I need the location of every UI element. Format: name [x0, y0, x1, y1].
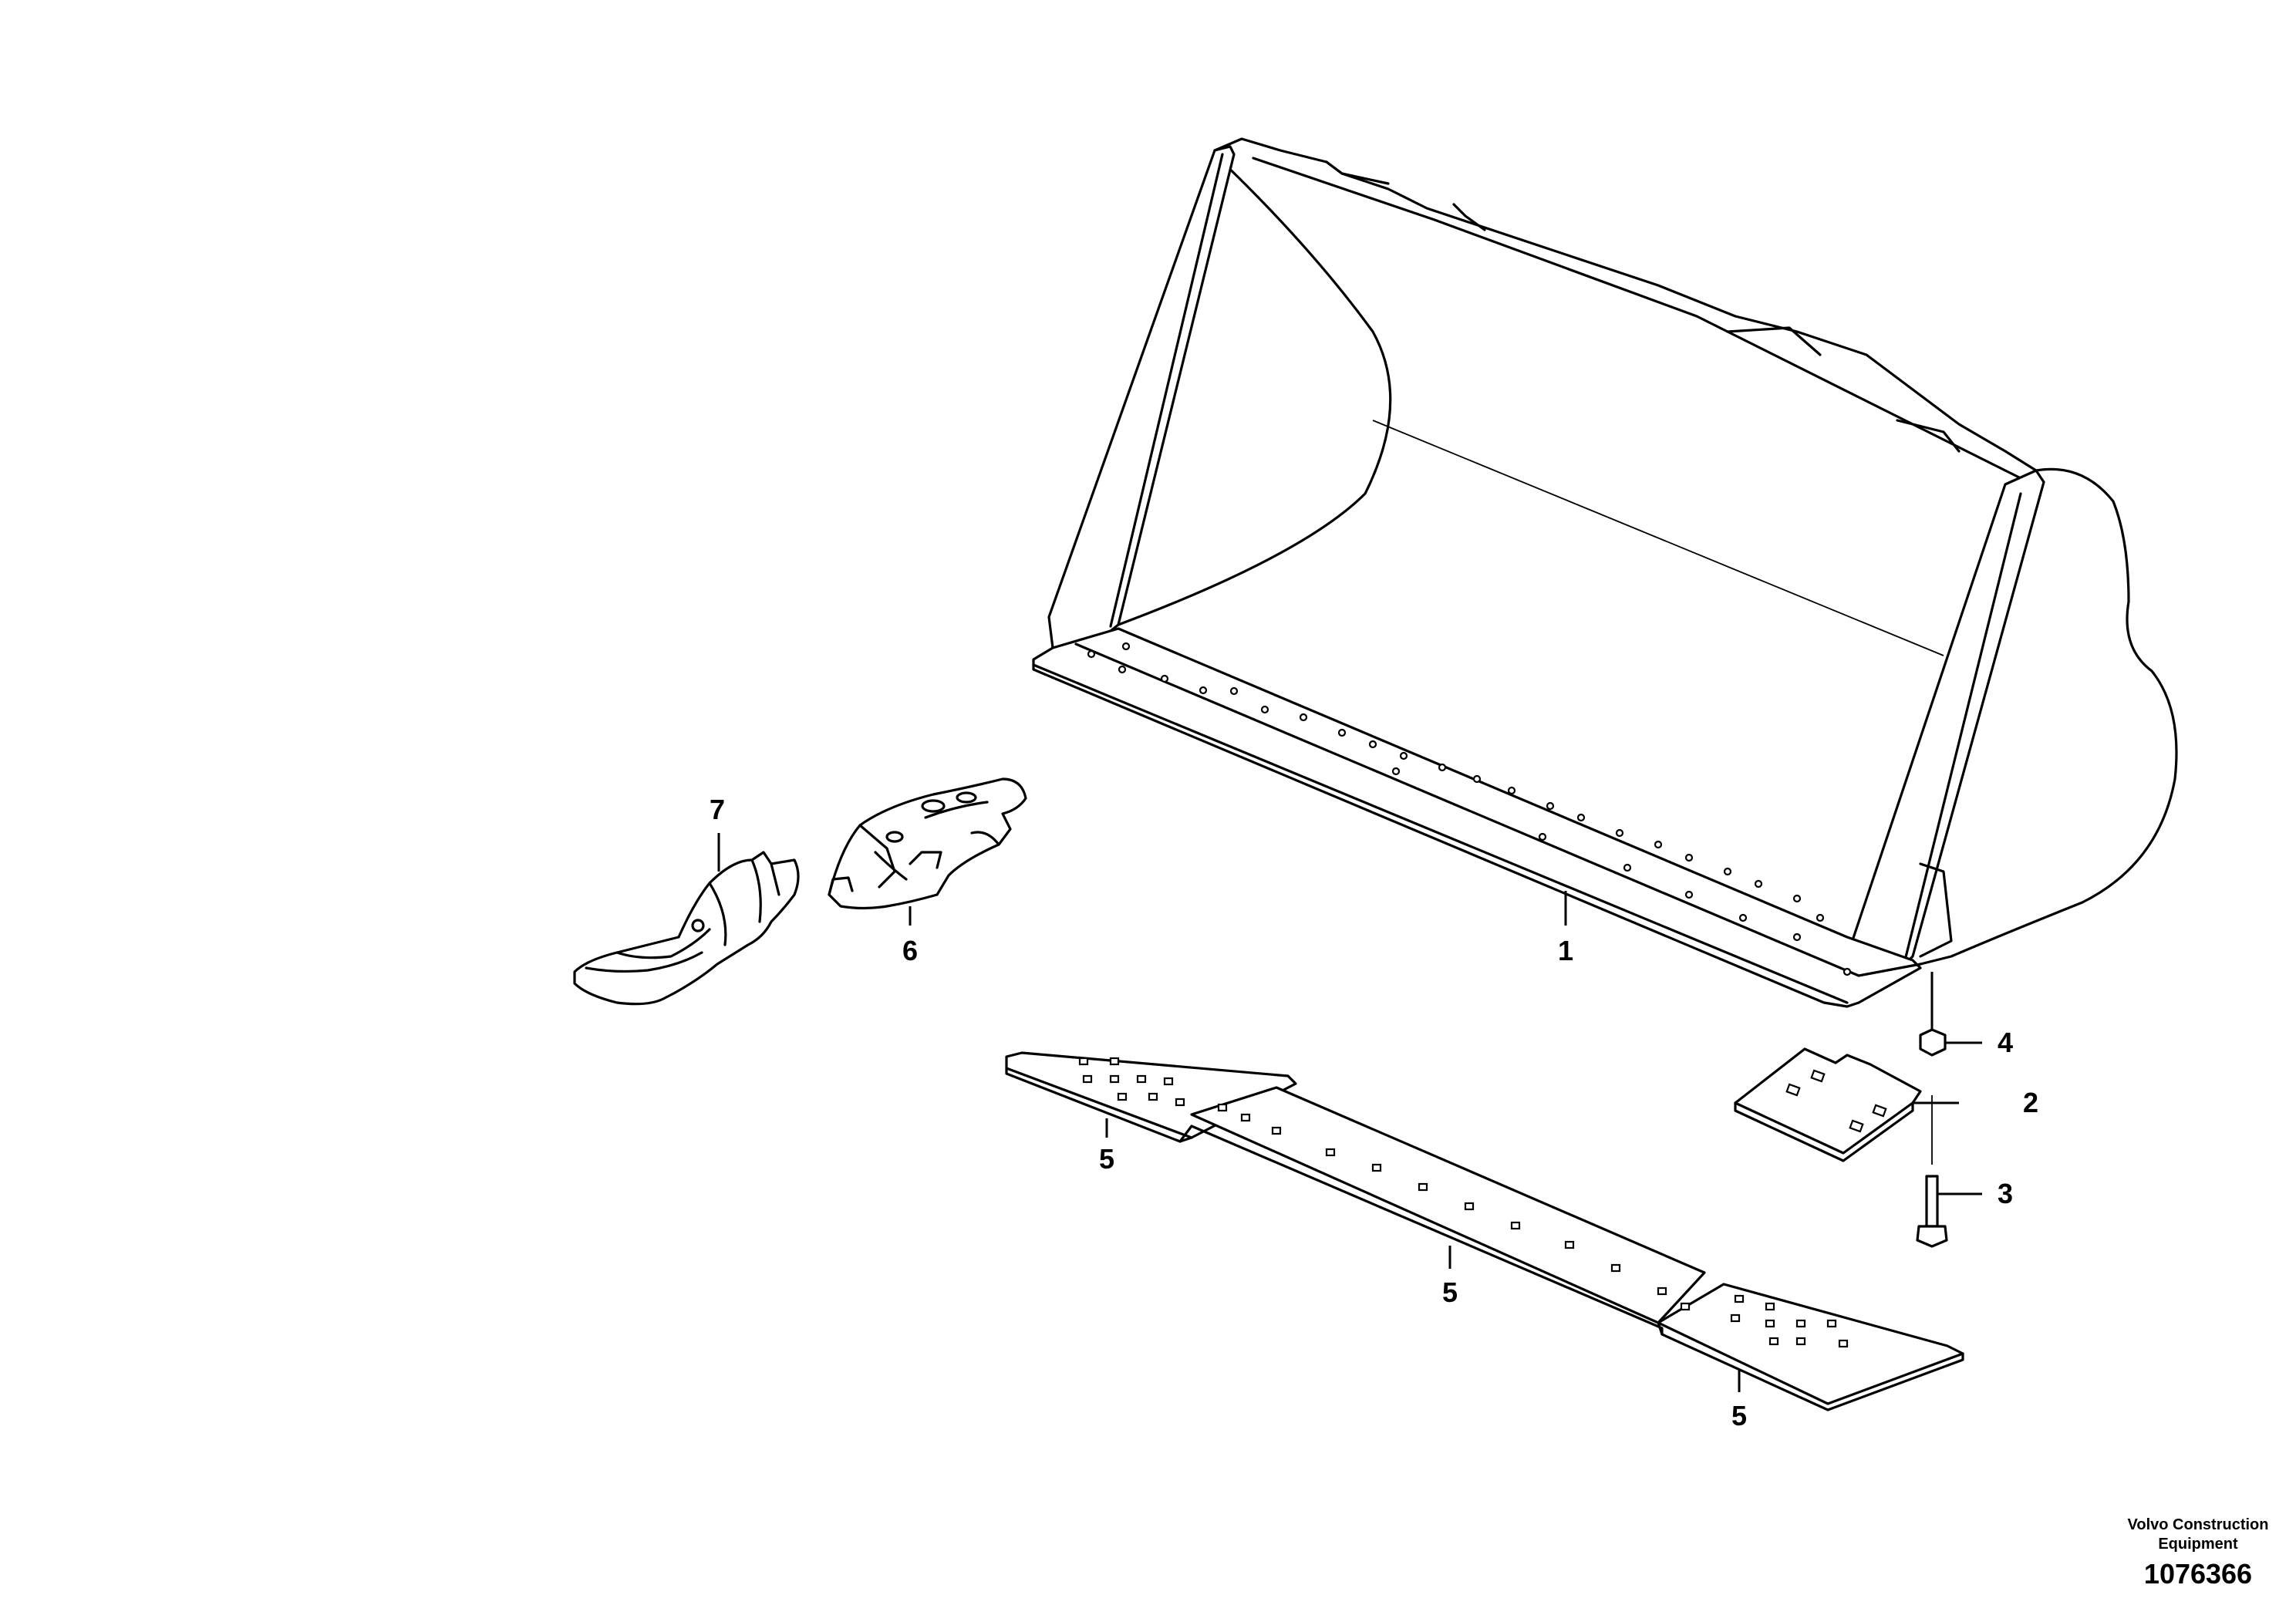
nut-part-4 [1919, 972, 1982, 1057]
brand-line-2: Equipment [2158, 1536, 2238, 1553]
bolt-part-3 [1916, 1095, 1982, 1248]
callout-1: 1 [1558, 935, 1573, 966]
callout-5-middle: 5 [1442, 1276, 1458, 1308]
tooth-adapter-part-6 [828, 777, 1027, 910]
brand-line-1: Volvo Construction [2127, 1516, 2269, 1533]
bucket-part-1 [1032, 137, 2178, 1008]
cutting-edge-segments-part-5 [1005, 1051, 1964, 1411]
callout-7: 7 [710, 794, 725, 825]
callout-4: 4 [1998, 1027, 2013, 1058]
bucket-tooth-part-7 [573, 851, 800, 1006]
wear-plate-part-2 [1734, 1047, 1959, 1162]
bucket-edge-bolt-holes [1087, 642, 1852, 976]
callout-3: 3 [1998, 1178, 2013, 1209]
segment-bolt-holes [1078, 1057, 1849, 1348]
callout-5-right: 5 [1731, 1400, 1747, 1431]
callout-5-left: 5 [1099, 1143, 1114, 1175]
callout-2: 2 [2023, 1087, 2038, 1118]
callout-6: 6 [902, 935, 918, 966]
document-number: 1076366 [2143, 1558, 2253, 1590]
